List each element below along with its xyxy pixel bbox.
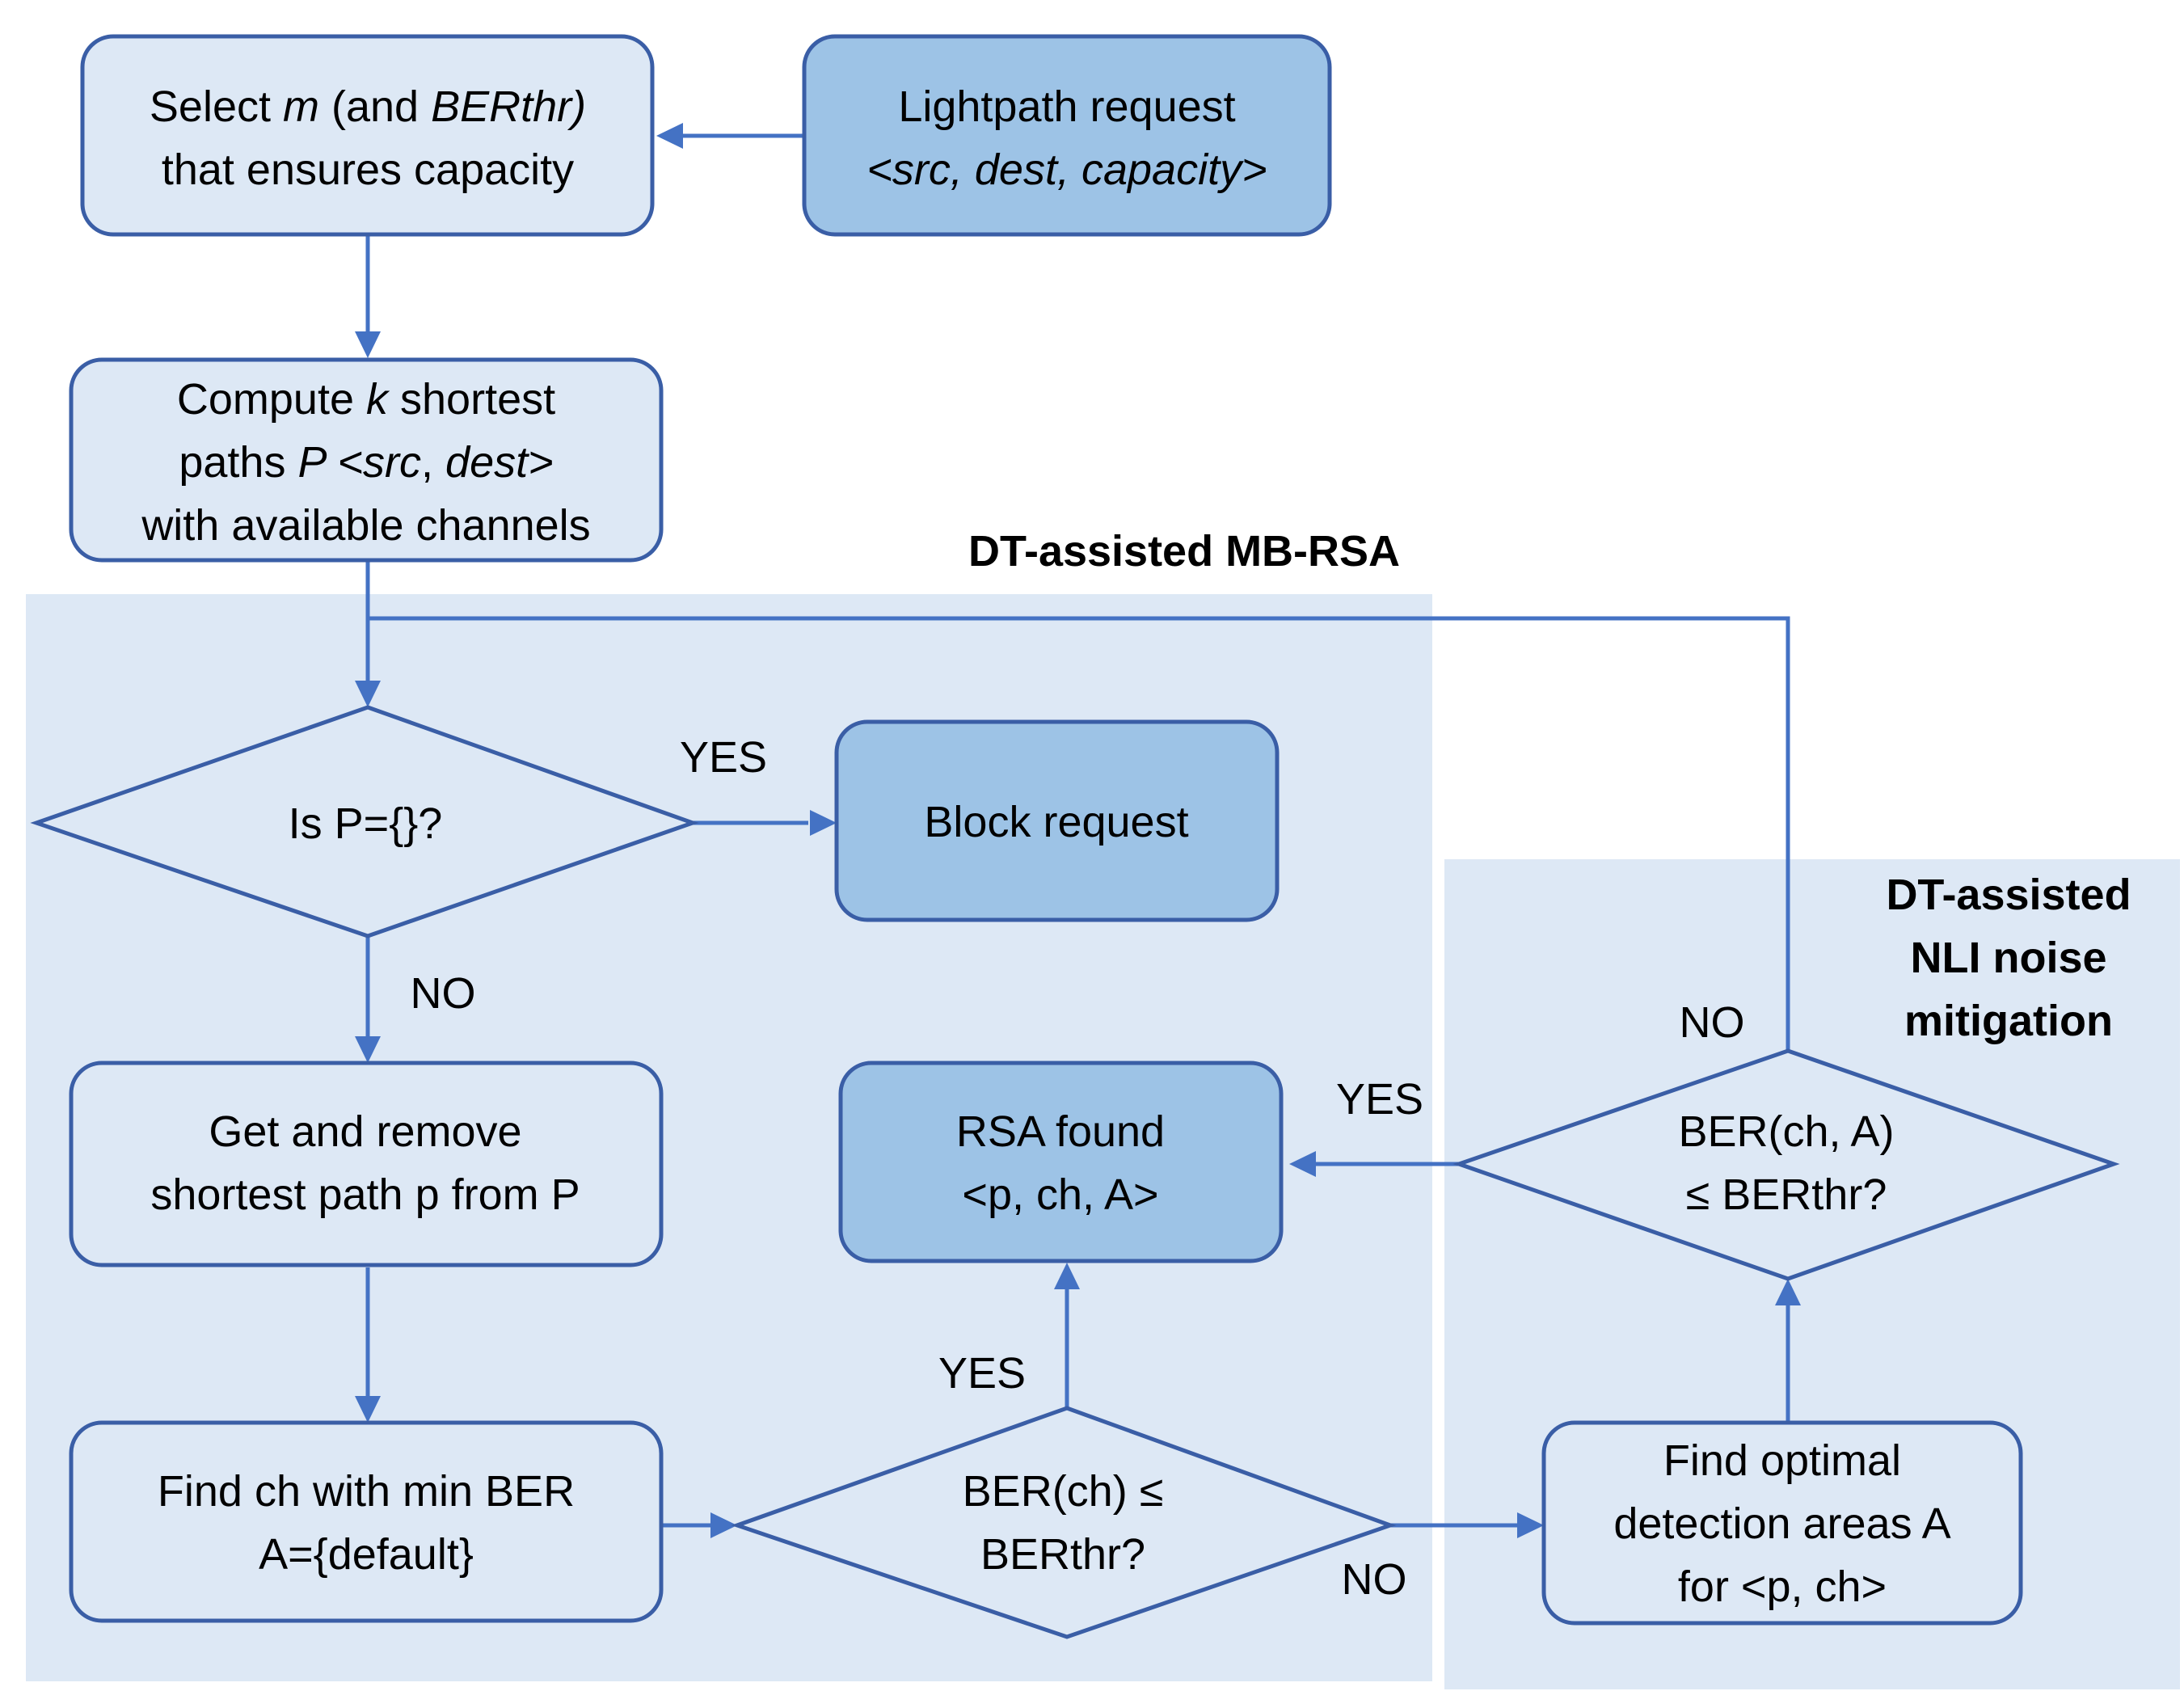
arrowhead-getremove xyxy=(355,1036,381,1063)
arrowhead-rsafound-up xyxy=(1054,1263,1080,1289)
node-find-areas-line3: for <p, ch> xyxy=(1678,1563,1887,1611)
region-title-nli-3: mitigation xyxy=(1904,997,2113,1045)
arrowhead-rsafound-left xyxy=(1289,1151,1316,1177)
node-find-areas-line2: detection areas A xyxy=(1613,1499,1950,1548)
node-lightpath-request-line2: <src, dest, capacity> xyxy=(866,145,1267,194)
decision-ber-ch: BER(ch) ≤ BERthr? xyxy=(731,1406,1397,1639)
node-block-request-text: Block request xyxy=(924,798,1188,846)
node-find-ch-box xyxy=(69,1420,664,1623)
decision-ber-ch-a-line1: BER(ch, A) xyxy=(1678,1107,1894,1156)
decision-is-p-empty-text: Is P={}? xyxy=(289,799,443,848)
arrowhead-findch xyxy=(355,1396,381,1423)
node-block-request: Block request xyxy=(834,719,1280,922)
edge-label-no-ber-ch: NO xyxy=(1342,1555,1407,1604)
arrowheads xyxy=(355,123,1801,1538)
region-title-nli-1: DT-assisted xyxy=(1886,871,2131,919)
node-select-m-line2: that ensures capacity xyxy=(162,145,574,194)
edge-label-yes-ber-ch: YES xyxy=(938,1349,1026,1398)
edge-label-no-ber-cha: NO xyxy=(1680,998,1745,1047)
region-title-mb-rsa: DT-assisted MB-RSA xyxy=(968,527,1400,576)
node-rsa-found-box xyxy=(838,1061,1284,1263)
node-find-ch: Find ch with min BER A={default} xyxy=(69,1420,664,1623)
decision-ber-ch-a-shape xyxy=(1452,1048,2120,1281)
decision-ber-ch-a: BER(ch, A) ≤ BERthr? xyxy=(1452,1048,2120,1281)
node-find-ch-line2: A={default} xyxy=(259,1530,474,1579)
node-rsa-found-line1: RSA found xyxy=(956,1107,1165,1156)
arrowhead-berch xyxy=(710,1512,737,1538)
node-compute-paths-line2: paths P <src, dest> xyxy=(179,438,553,487)
region-title-nli-2: NLI noise xyxy=(1910,934,2106,982)
edge-label-no-is-empty: NO xyxy=(411,969,476,1018)
node-rsa-found: RSA found <p, ch, A> xyxy=(838,1061,1284,1263)
node-get-remove-path-line1: Get and remove xyxy=(209,1107,521,1156)
arrowhead-bercha xyxy=(1775,1279,1801,1305)
arrowhead-findareas xyxy=(1517,1512,1544,1538)
node-find-areas-line1: Find optimal xyxy=(1663,1436,1901,1485)
node-lightpath-request: Lightpath request <src, dest, capacity> xyxy=(802,34,1332,237)
node-compute-paths: Compute k shortest paths P <src, dest> w… xyxy=(69,357,664,563)
connectors xyxy=(365,133,1790,1528)
edge-loop-no xyxy=(368,616,1790,1051)
node-compute-paths-line3: with available channels xyxy=(141,501,590,550)
decision-is-p-empty: Is P={}? xyxy=(30,705,699,938)
edge-label-yes-block: YES xyxy=(680,733,767,782)
node-select-m: Select m (and BERthr) that ensures capac… xyxy=(80,34,655,237)
node-lightpath-request-box xyxy=(802,34,1332,237)
arrowhead-decision xyxy=(355,681,381,707)
edge-label-yes-ber-cha: YES xyxy=(1336,1075,1423,1124)
decision-ber-ch-line2: BERthr? xyxy=(980,1530,1145,1579)
node-block-request-box xyxy=(834,719,1280,922)
node-compute-paths-line1: Compute k shortest xyxy=(177,375,555,424)
decision-is-p-empty-shape xyxy=(30,705,699,938)
node-lightpath-request-line1: Lightpath request xyxy=(898,82,1235,131)
decision-ber-ch-a-line2: ≤ BERthr? xyxy=(1686,1170,1887,1219)
node-find-areas: Find optimal detection areas A for <p, c… xyxy=(1541,1420,2023,1626)
node-find-areas-box xyxy=(1541,1420,2023,1626)
node-get-remove-path-line2: shortest path p from P xyxy=(150,1170,580,1219)
arrowhead-select xyxy=(656,123,683,149)
node-find-ch-line1: Find ch with min BER xyxy=(158,1467,575,1516)
arrowhead-compute xyxy=(355,331,381,358)
decision-ber-ch-line1: BER(ch) ≤ xyxy=(963,1467,1164,1516)
node-get-remove-path: Get and remove shortest path p from P xyxy=(69,1061,664,1267)
node-select-m-box xyxy=(80,34,655,237)
node-select-m-line1: Select m (and BERthr) xyxy=(150,82,586,131)
node-compute-paths-box xyxy=(69,357,664,563)
arrowhead-block xyxy=(810,810,837,836)
decision-ber-ch-shape xyxy=(731,1406,1397,1639)
node-get-remove-path-box xyxy=(69,1061,664,1267)
node-rsa-found-line2: <p, ch, A> xyxy=(962,1170,1158,1219)
